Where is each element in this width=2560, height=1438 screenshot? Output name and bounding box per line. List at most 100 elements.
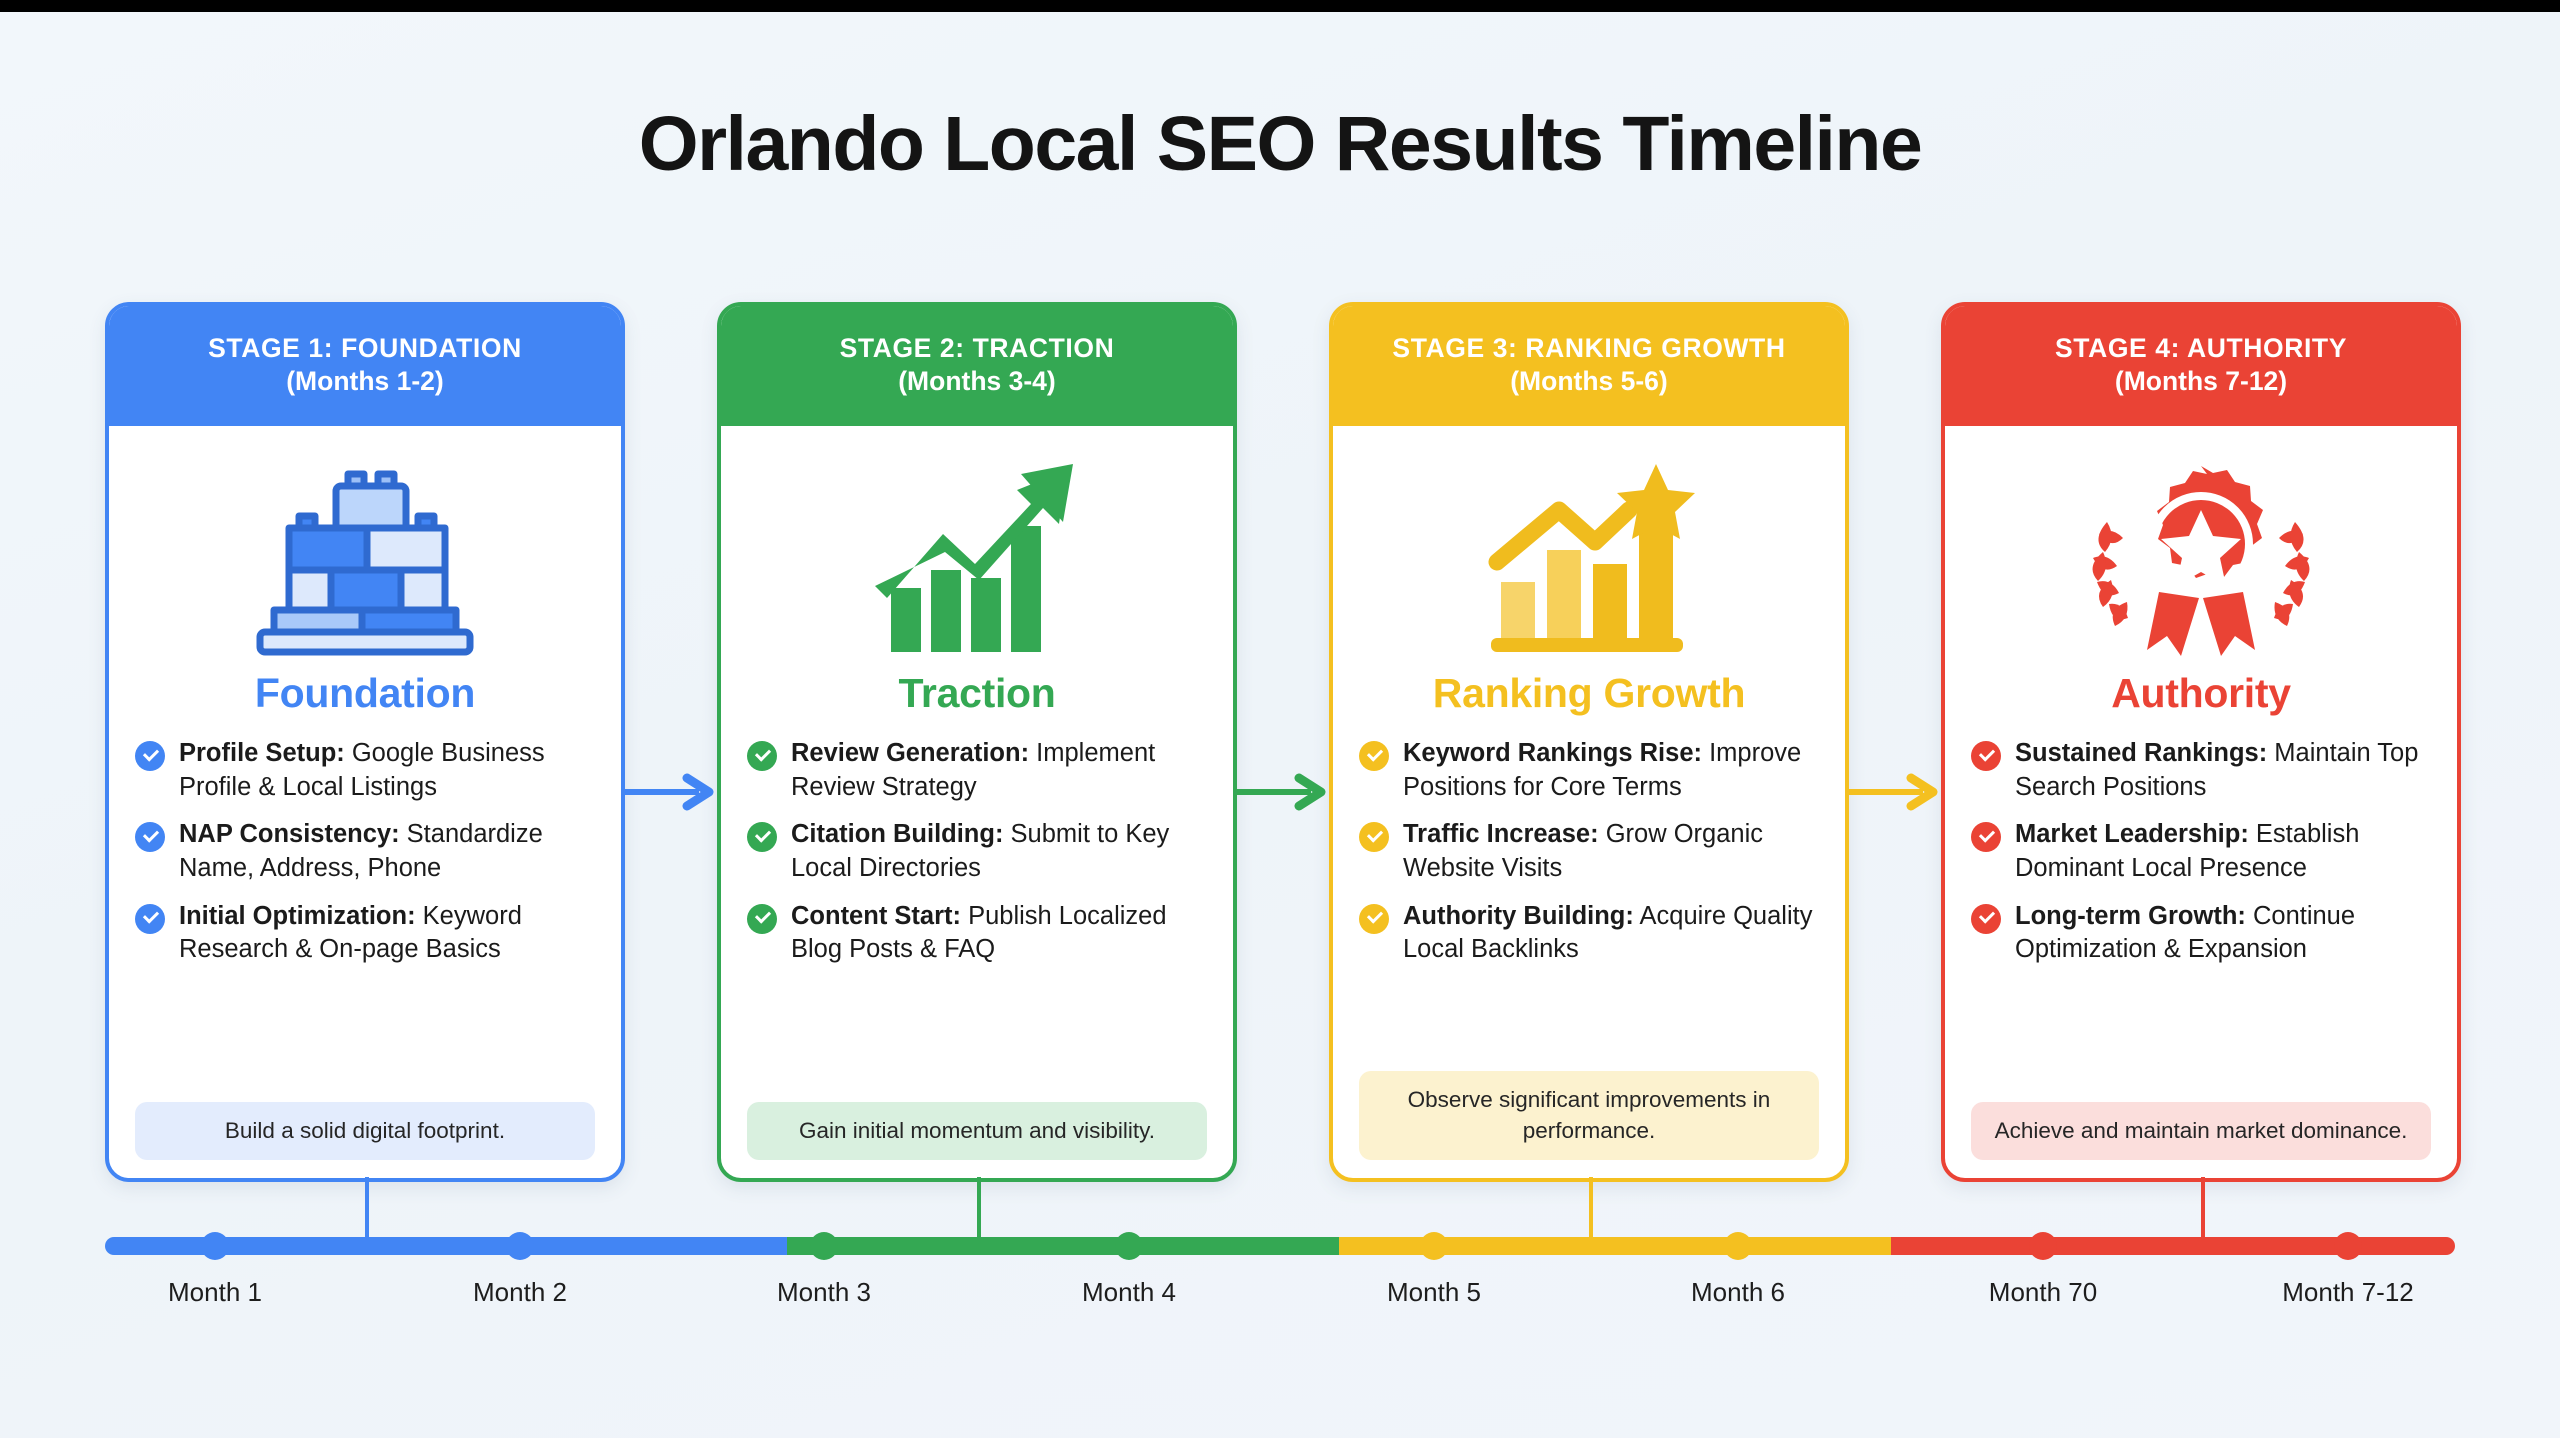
check-circle-icon <box>747 741 777 771</box>
stage-card-4[interactable]: STAGE 4: AUTHORITY(Months 7-12) <box>1941 302 2461 1182</box>
bullet-text: Long-term Growth: Continue Optimization … <box>2015 900 2431 967</box>
growth-arrow-chart-icon <box>747 440 1207 676</box>
timeline-dot-1[interactable] <box>201 1232 229 1260</box>
bullet-description: Maintain Top Search Positions <box>2015 739 2419 801</box>
timeline-segment-4 <box>1891 1237 2455 1255</box>
check-circle-icon <box>1971 903 2001 934</box>
check-circle-icon <box>1359 741 1389 771</box>
bullet-text: Review Generation: Implement Review Stra… <box>791 737 1207 804</box>
bullet-label: NAP Consistency: <box>179 820 400 849</box>
bullet-description: Implement Review Strategy <box>791 739 1156 801</box>
timeline-label-3: Month 3 <box>777 1277 871 1307</box>
stage-connector-arrow-3 <box>1849 772 1941 812</box>
award-badge-laurel-icon <box>1971 440 2431 676</box>
timeline-label-5: Month 5 <box>1387 1277 1481 1307</box>
letterbox-bar <box>0 0 2560 12</box>
bullet-text: Sustained Rankings: Maintain Top Search … <box>2015 737 2431 804</box>
bullet-description: Acquire Quality Local Backlinks <box>1403 901 1813 964</box>
award-badge-laurel-icon <box>2092 466 2310 656</box>
infographic-stage: Orlando Local SEO Results Timeline STAGE… <box>0 12 2560 1438</box>
stage-bullet-list: Review Generation: Implement Review Stra… <box>747 737 1207 1102</box>
check-circle-icon <box>747 822 777 853</box>
stage-card-1[interactable]: STAGE 1: FOUNDATION(Months 1-2) Foundati… <box>105 302 625 1182</box>
timeline-segment-3 <box>1338 1237 1891 1255</box>
timeline-dot-3[interactable] <box>810 1232 838 1260</box>
page-title: Orlando Local SEO Results Timeline <box>638 101 1923 187</box>
timeline-label-2: Month 2 <box>473 1277 567 1307</box>
bullet-text: Market Leadership: Establish Dominant Lo… <box>2015 818 2431 885</box>
list-item: Profile Setup: Google Business Profile &… <box>135 737 595 804</box>
bullet-label: Citation Building: <box>791 820 1004 849</box>
list-item: Content Start: Publish Localized Blog Po… <box>747 900 1207 967</box>
bullet-description: Improve Positions for Core Terms <box>1403 739 1802 801</box>
timeline-label-1: Month 1 <box>168 1277 262 1307</box>
stage-card-header: STAGE 1: FOUNDATION(Months 1-2) <box>109 306 621 426</box>
building-blocks-icon <box>256 470 474 656</box>
bullet-label: Long-term Growth: <box>2015 901 2246 930</box>
bullet-label: Review Generation: <box>791 739 1030 767</box>
bullet-text: Content Start: Publish Localized Blog Po… <box>791 900 1207 967</box>
timeline-dot-4[interactable] <box>1115 1232 1143 1260</box>
stage-header-months: (Months 7-12) <box>2114 366 2288 397</box>
list-item: Traffic Increase: Grow Organic Website V… <box>1359 818 1819 885</box>
stage-bullet-list: Sustained Rankings: Maintain Top Search … <box>1971 737 2431 1102</box>
bullet-label: Traffic Increase: <box>1403 820 1599 849</box>
timeline-drop-line-1 <box>365 1177 369 1237</box>
building-blocks-icon <box>135 440 595 676</box>
stage-card-header: STAGE 2: TRACTION(Months 3-4) <box>721 306 1233 426</box>
bullet-text: NAP Consistency: Standardize Name, Addre… <box>179 818 595 885</box>
stage-summary-note: Achieve and maintain market dominance. <box>1971 1101 2431 1160</box>
timeline-drop-line-4 <box>2201 1177 2205 1237</box>
bullet-text: Authority Building: Acquire Quality Loca… <box>1403 900 1819 967</box>
list-item: Market Leadership: Establish Dominant Lo… <box>1971 818 2431 885</box>
bar-chart-star-icon <box>1359 440 1819 676</box>
bullet-description: Keyword Research & On-page Basics <box>179 901 522 964</box>
stage-summary-note: Build a solid digital footprint. <box>135 1101 595 1160</box>
timeline-dot-7[interactable] <box>2029 1232 2057 1260</box>
list-item: NAP Consistency: Standardize Name, Addre… <box>135 818 595 885</box>
bullet-description: Standardize Name, Address, Phone <box>179 820 543 882</box>
stage-card-header: STAGE 4: AUTHORITY(Months 7-12) <box>1945 306 2457 426</box>
timeline-label-7: Month 70 <box>1988 1277 2098 1307</box>
stage-name: Ranking Growth <box>1432 670 1746 716</box>
timeline-dot-8[interactable] <box>2334 1232 2362 1260</box>
stage-header-months: (Months 1-2) <box>286 366 444 397</box>
bullet-label: Content Start: <box>791 901 961 930</box>
bullet-label: Profile Setup: <box>179 739 345 767</box>
check-circle-icon <box>1359 903 1389 934</box>
stage-name: Foundation <box>254 670 476 716</box>
bullet-label: Market Leadership: <box>2015 820 2249 849</box>
bullet-text: Initial Optimization: Keyword Research &… <box>179 900 595 967</box>
bullet-label: Keyword Rankings Rise: <box>1403 739 1702 767</box>
timeline-dot-6[interactable] <box>1724 1232 1752 1260</box>
stage-header-title: STAGE 2: TRACTION <box>839 333 1115 364</box>
timeline-segment-1 <box>105 1237 787 1255</box>
stage-card-header: STAGE 3: RANKING GROWTH(Months 5-6) <box>1333 306 1845 426</box>
bullet-description: Continue Optimization & Expansion <box>2015 901 2356 964</box>
list-item: Authority Building: Acquire Quality Loca… <box>1359 900 1819 967</box>
bullet-text: Traffic Increase: Grow Organic Website V… <box>1403 818 1819 885</box>
stage-header-months: (Months 3-4) <box>898 366 1056 397</box>
timeline-label-8: Month 7-12 <box>2282 1277 2414 1307</box>
stage-card-3[interactable]: STAGE 3: RANKING GROWTH(Months 5-6) Rank… <box>1329 302 1849 1182</box>
bullet-label: Initial Optimization: <box>179 901 416 930</box>
check-circle-icon <box>747 903 777 934</box>
check-circle-icon <box>135 903 165 934</box>
timeline-dot-5[interactable] <box>1420 1232 1448 1260</box>
check-circle-icon <box>135 741 165 771</box>
timeline-dot-2[interactable] <box>506 1232 534 1260</box>
timeline-segment-2 <box>786 1237 1339 1255</box>
bullet-description: Publish Localized Blog Posts & FAQ <box>791 901 1167 964</box>
stage-bullet-list: Keyword Rankings Rise: Improve Positions… <box>1359 737 1819 1071</box>
stage-header-title: STAGE 3: RANKING GROWTH <box>1392 333 1786 364</box>
bullet-description: Google Business Profile & Local Listings <box>179 739 545 801</box>
stage-name: Traction <box>898 670 1056 716</box>
timeline-label-6: Month 6 <box>1691 1277 1785 1307</box>
